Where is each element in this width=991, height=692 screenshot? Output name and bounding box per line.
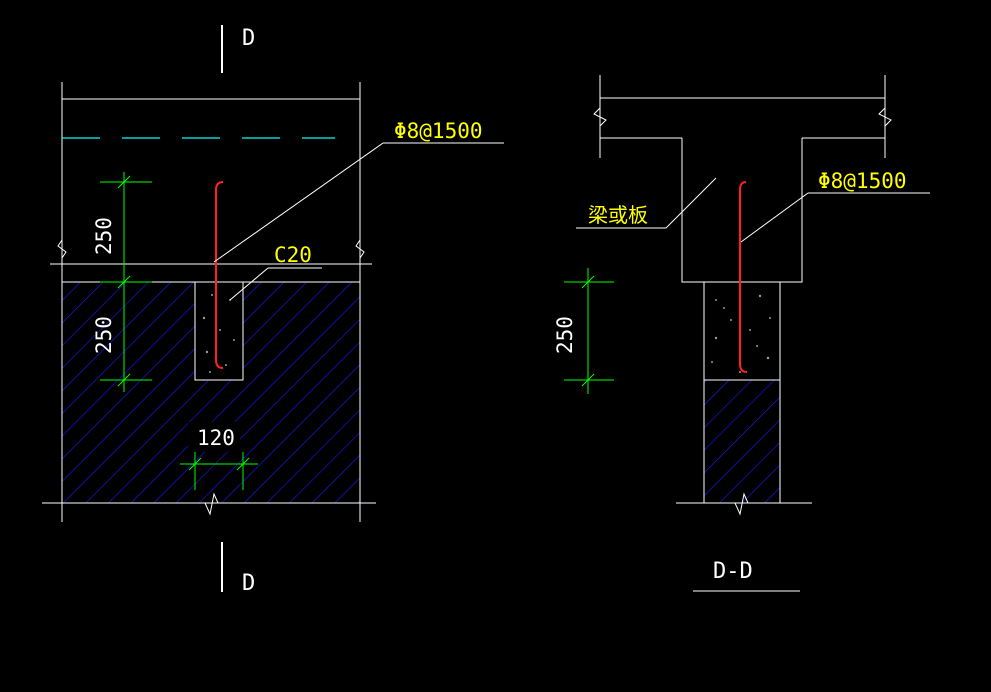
break-symbol-left xyxy=(57,239,67,259)
section-mark-bottom: D xyxy=(242,571,255,596)
rebar-right xyxy=(739,181,748,373)
right-section-view: 梁或板 Φ8@1500 250 D-D xyxy=(553,75,930,592)
member-leader xyxy=(665,177,717,229)
vertical-dimension xyxy=(100,172,152,392)
dim-width-mask xyxy=(188,422,240,452)
slab-break-left xyxy=(593,107,607,127)
member-label: 梁或板 xyxy=(588,203,648,227)
left-elevation-view: D D Φ8@1500 xyxy=(42,25,504,596)
dim-lower: 250 xyxy=(92,316,116,354)
dim-height: 250 xyxy=(553,316,577,354)
dim-width: 120 xyxy=(197,426,235,450)
concrete-speckle-right xyxy=(711,294,771,373)
dim-upper: 250 xyxy=(92,217,116,255)
rebar-leader xyxy=(213,142,384,263)
rebar-label-right: Φ8@1500 xyxy=(818,169,907,193)
masonry-hatch-right xyxy=(703,379,781,504)
horizontal-dimension xyxy=(180,452,258,490)
section-title: D-D xyxy=(713,559,753,584)
rebar xyxy=(215,181,224,369)
concrete-pocket xyxy=(194,281,244,381)
rebar-label: Φ8@1500 xyxy=(394,119,483,143)
break-symbol-bottom-right xyxy=(734,492,749,516)
section-mark-top: D xyxy=(242,26,255,51)
concrete-leader xyxy=(229,267,269,301)
break-symbol-right xyxy=(355,239,365,259)
slab-break-right xyxy=(878,107,892,127)
concrete-infill xyxy=(703,281,781,381)
vertical-dimension-right xyxy=(564,268,614,394)
concrete-label: C20 xyxy=(274,243,312,267)
break-symbol-bottom xyxy=(204,492,219,516)
rebar-leader-right xyxy=(740,192,809,243)
